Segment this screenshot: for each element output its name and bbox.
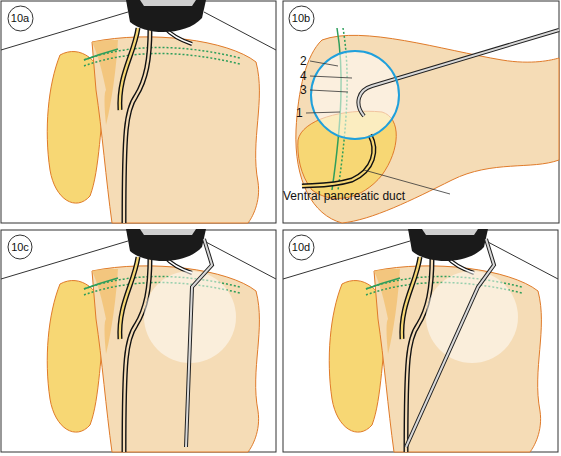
callout-number: 4 (300, 69, 307, 83)
panel-tag: 10c (7, 234, 33, 260)
callout-number: 2 (300, 54, 307, 68)
part-label: Ventral pancreatic duct (283, 189, 405, 203)
panel-tag-circle: 10a (7, 5, 34, 32)
panel-tag: 10b (288, 5, 315, 32)
tag-circle (289, 235, 314, 260)
panel-tag: 10d (288, 234, 315, 261)
tag-circle (8, 6, 33, 31)
tag-circle (8, 235, 32, 259)
panel-tag: 10a (7, 5, 34, 32)
tag-circle (289, 6, 314, 31)
callout-number: 3 (300, 83, 307, 97)
panel-tag-circle: 10b (288, 5, 315, 32)
panel-tag-circle: 10c (7, 234, 33, 260)
callout-number: 1 (296, 106, 303, 120)
panel-tag-circle: 10d (288, 234, 315, 261)
